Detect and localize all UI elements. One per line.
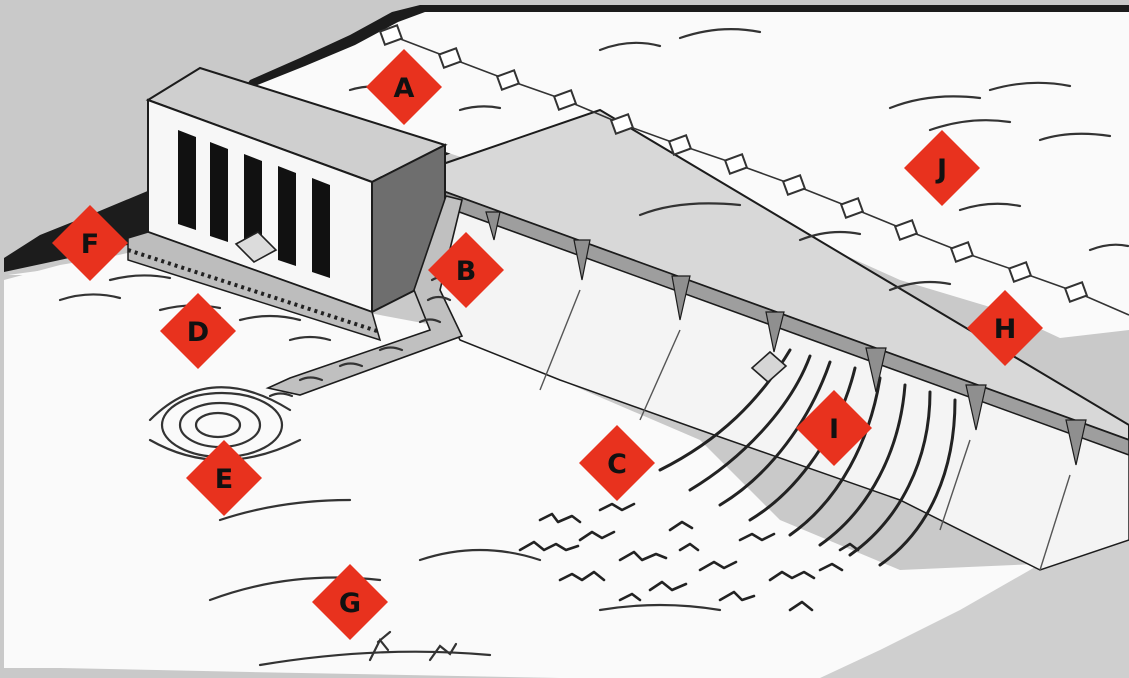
marker-j: J (904, 130, 980, 206)
marker-label: D (187, 317, 209, 348)
marker-label: C (607, 449, 627, 480)
marker-diamond (366, 49, 442, 125)
powerhouse-small-box (234, 231, 278, 263)
dam-piers (485, 211, 1087, 466)
right-bank (820, 510, 1129, 678)
marker-diamond (796, 390, 872, 466)
marker-label: H (994, 314, 1017, 345)
marker-label: F (81, 229, 99, 260)
marker-diamond (579, 425, 655, 501)
marker-diamond (186, 440, 262, 516)
marker-e: E (186, 440, 262, 516)
marker-diamond (904, 130, 980, 206)
marker-b: B (428, 232, 504, 308)
marker-diamond (160, 293, 236, 369)
spillway-foam (518, 502, 860, 612)
marker-a: A (366, 49, 442, 125)
marker-diamond (967, 290, 1043, 366)
marker-diamond (428, 232, 504, 308)
marker-label: A (394, 73, 415, 104)
marker-diamond (312, 564, 388, 640)
marker-label: J (935, 154, 947, 185)
marker-label: E (215, 464, 233, 495)
marker-layer: A B C D E F G H I J (52, 49, 1043, 640)
marker-d: D (160, 293, 236, 369)
powerhouse (127, 66, 448, 342)
marker-label: G (339, 588, 361, 619)
marker-g: G (312, 564, 388, 640)
downstream-river (4, 250, 1129, 678)
log-boom-floats (378, 24, 1089, 303)
spillway-gate-box (750, 350, 788, 384)
downstream-ripples (58, 274, 722, 667)
reservoir-water (8, 12, 1129, 338)
fish-ladder (265, 195, 464, 396)
shrub (368, 630, 458, 662)
marker-i: I (796, 390, 872, 466)
reservoir-ripples (348, 28, 1129, 292)
spillway-flow (658, 348, 957, 567)
marker-h: H (967, 290, 1043, 366)
dam-joints (539, 289, 1071, 571)
marker-label: B (456, 256, 477, 287)
powerhouse-intake-bars (178, 130, 330, 278)
marker-diamond (52, 205, 128, 281)
marker-label: I (829, 414, 839, 445)
marker-f: F (52, 205, 128, 281)
marker-c: C (579, 425, 655, 501)
